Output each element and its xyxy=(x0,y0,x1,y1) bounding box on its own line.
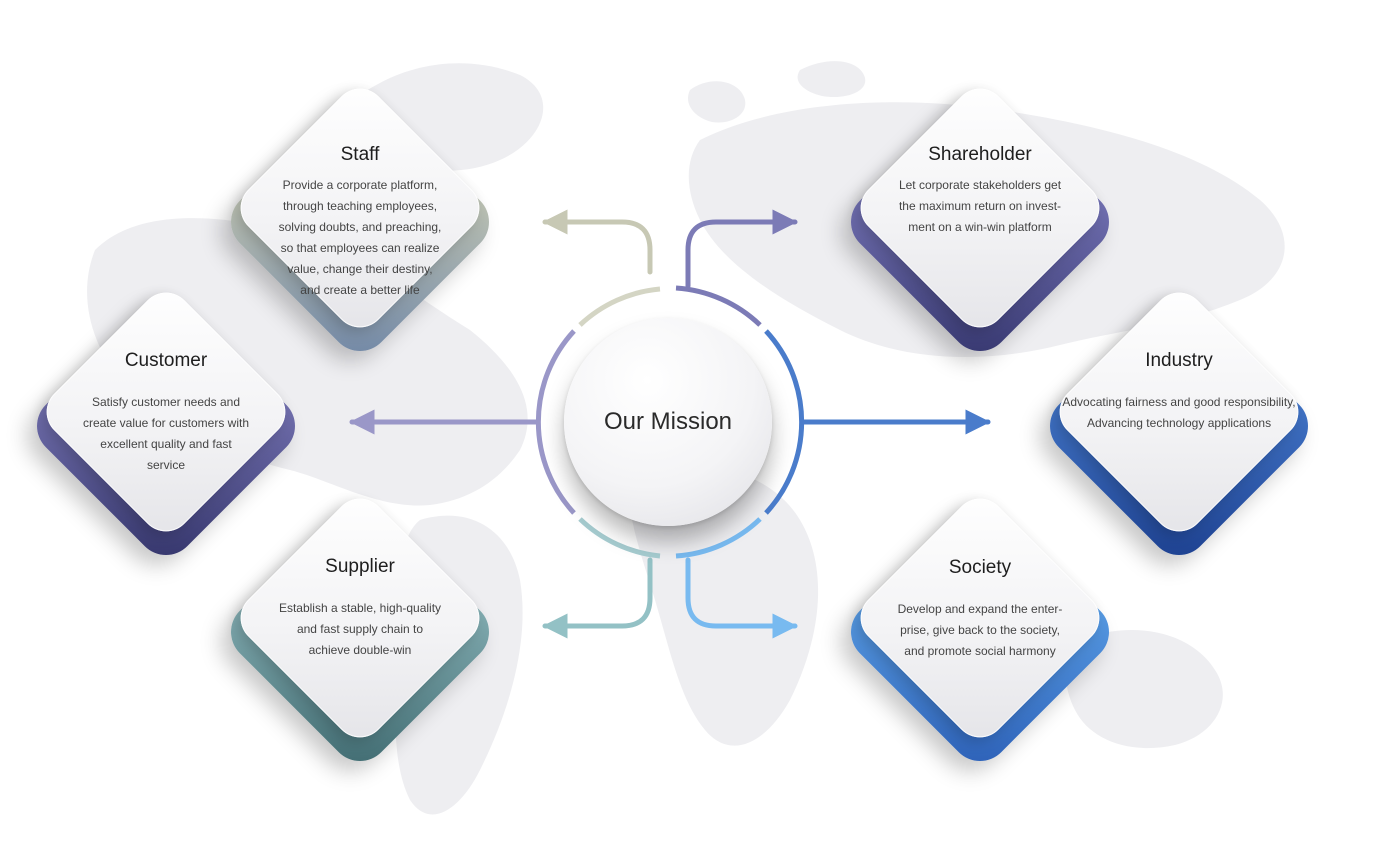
ring-segment-shareholder xyxy=(675,285,762,327)
card-supplier: Supplier Establish a stable, high-qualit… xyxy=(190,462,530,802)
ring-segment-society xyxy=(675,517,762,559)
card-supplier-title: Supplier xyxy=(325,556,395,577)
card-society: Society Develop and expand the enter- pr… xyxy=(810,462,1150,802)
card-industry-description: Advocating fairness and good responsibil… xyxy=(1062,395,1296,430)
card-customer-title: Customer xyxy=(124,350,208,371)
arrow-shareholder xyxy=(685,209,798,289)
card-supplier-description: Establish a stable, high-quality and fas… xyxy=(278,601,442,657)
arrow-supplier xyxy=(542,557,653,639)
mission-hub xyxy=(564,318,772,526)
card-customer: Customer Satisfy customer needs and crea… xyxy=(0,256,336,596)
card-shareholder-title: Shareholder xyxy=(928,144,1032,165)
card-staff-title: Staff xyxy=(340,144,380,165)
card-shareholder: Shareholder Let corporate stakeholders g… xyxy=(810,52,1150,392)
arrow-society xyxy=(685,557,798,639)
ring-segment-staff xyxy=(578,286,661,327)
card-shareholder-description: Let corporate stakeholders get the maxim… xyxy=(898,178,1062,234)
mission-title: Our Mission xyxy=(603,408,733,435)
card-society-description: Develop and expand the enter- prise, giv… xyxy=(897,602,1063,658)
card-customer-description: Satisfy customer needs and create value … xyxy=(82,395,250,472)
card-industry-title: Industry xyxy=(1145,350,1213,371)
card-society-title: Society xyxy=(948,557,1012,578)
ring-segment-supplier xyxy=(578,517,661,559)
card-staff-description: Provide a corporate platform, through te… xyxy=(278,178,442,297)
card-industry: Industry Advocating fairness and good re… xyxy=(1009,256,1349,596)
arrow-staff xyxy=(542,209,653,275)
card-staff: Staff Provide a corporate platform, thro… xyxy=(190,52,530,392)
